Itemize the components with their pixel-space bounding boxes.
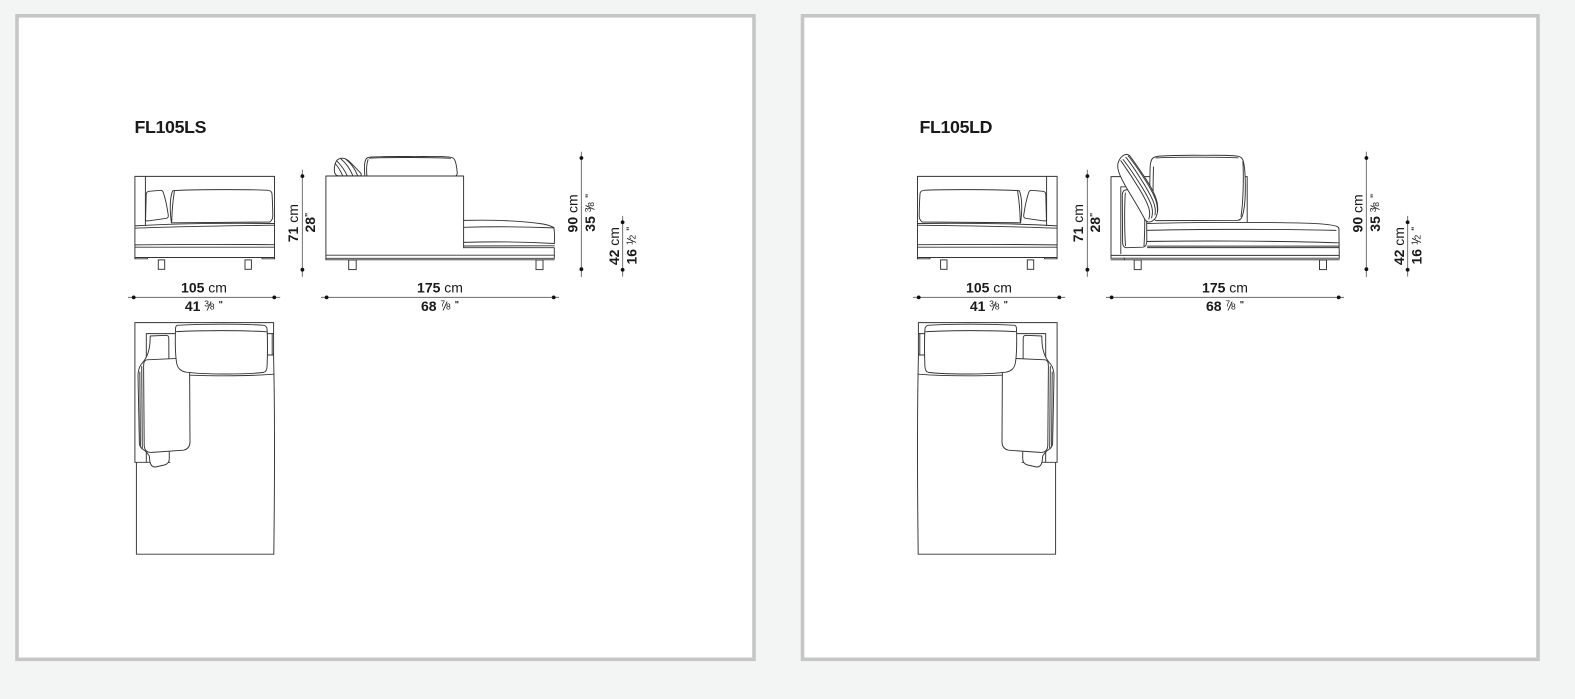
svg-text:FL105LD: FL105LD — [920, 117, 993, 137]
svg-text:FL105LS: FL105LS — [135, 117, 207, 137]
